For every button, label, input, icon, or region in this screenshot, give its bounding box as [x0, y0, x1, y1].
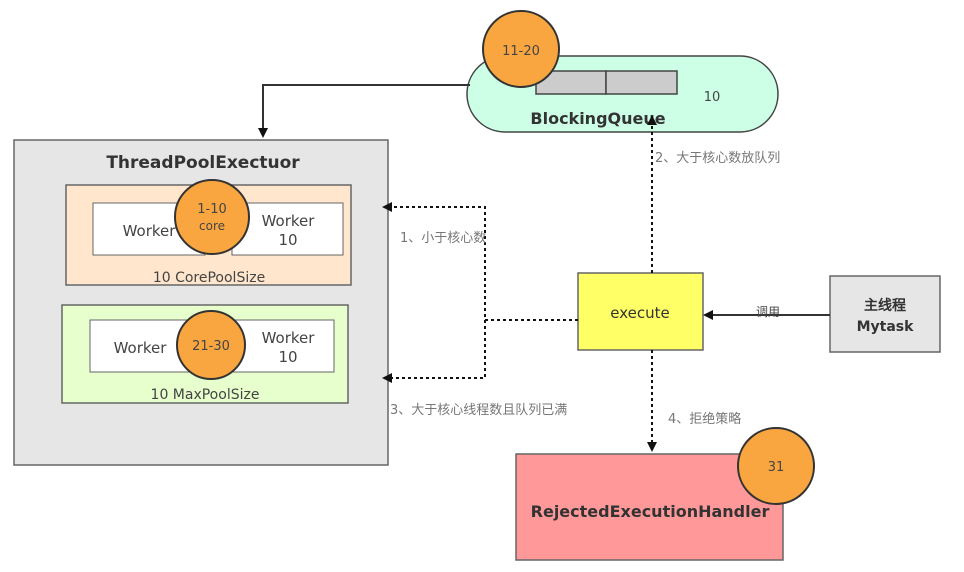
step3-label: 3、大于核心线程数且队列已满 — [390, 403, 567, 418]
core-worker-1-label: Worker — [123, 222, 177, 240]
call-edge-label: 调用 — [756, 305, 780, 319]
core-worker-10[interactable] — [231, 202, 344, 256]
rejected-handler-label: RejectedExecutionHandler — [531, 502, 770, 521]
main-thread-label: 主线程 — [864, 297, 906, 314]
max-worker-1-label: Worker — [114, 339, 168, 357]
core-worker-10-label: Worker — [262, 212, 316, 230]
main-thread-task: Mytask — [857, 319, 915, 335]
queue-capacity: 10 — [704, 90, 721, 105]
queue-title: BlockingQueue — [530, 109, 665, 128]
execute-label: execute — [610, 304, 669, 322]
badge-core-label: core — [199, 219, 225, 233]
max-pool-label: 10 MaxPoolSize — [151, 387, 260, 403]
badge-core: 1-10 core — [174, 179, 250, 255]
badge-rejected: 31 — [737, 427, 815, 505]
execute-node[interactable]: execute — [577, 272, 704, 351]
max-worker-10-label: Worker — [262, 329, 316, 347]
step1-edge — [382, 202, 578, 321]
badge-max-range: 21-30 — [192, 339, 230, 354]
core-worker-10-number: 10 — [278, 231, 297, 249]
step1-label: 1、小于核心数 — [400, 231, 486, 246]
badge-core-range: 1-10 — [197, 202, 227, 217]
step3-edge — [382, 320, 486, 383]
badge-queue-range: 11-20 — [502, 44, 540, 59]
badge-rejected-number: 31 — [768, 460, 785, 475]
queue-to-pool-edge — [258, 84, 470, 138]
badge-queue: 11-20 — [482, 10, 560, 88]
badge-max: 21-30 — [176, 310, 246, 380]
step4-label: 4、拒绝策略 — [668, 411, 741, 427]
max-worker-10-number: 10 — [278, 348, 297, 366]
step2-label: 2、大于核心数放队列 — [655, 151, 780, 166]
queue-slot — [605, 70, 678, 95]
main-thread-node[interactable]: 主线程 Mytask — [829, 275, 941, 353]
thread-pool-title: ThreadPoolExectuor — [106, 153, 300, 173]
core-pool-label: 10 CorePoolSize — [153, 270, 265, 286]
